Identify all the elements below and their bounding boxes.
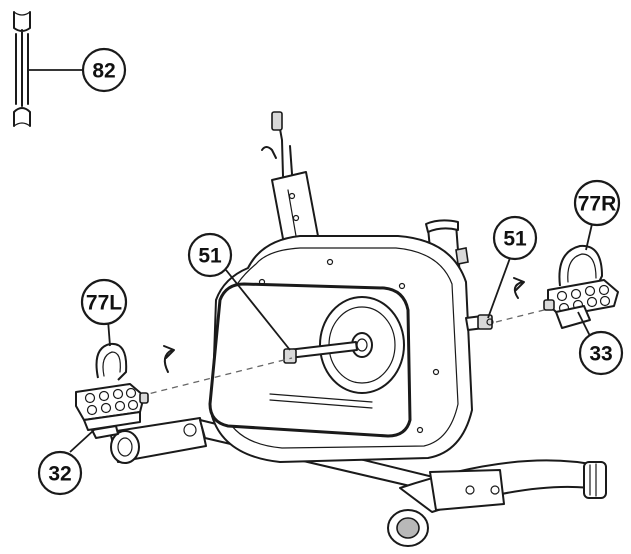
- callout-77R: 77R: [573, 179, 621, 227]
- rotate-arrow-left-icon: [163, 345, 175, 373]
- callout-33: 33: [578, 330, 624, 376]
- callout-32: 32: [37, 450, 83, 496]
- callout-33-label: 33: [589, 343, 612, 366]
- callout-77L-label: 77L: [86, 292, 122, 315]
- pedal-right: [543, 244, 619, 317]
- seat-post: [261, 111, 319, 245]
- callout-77L: 77L: [80, 278, 128, 326]
- crank-right: [555, 305, 591, 329]
- wrench-icon: [13, 11, 31, 127]
- leader-line-51-left: [225, 269, 291, 351]
- leader-line-33: [577, 311, 591, 337]
- callout-32-label: 32: [48, 463, 71, 486]
- leader-line-32: [69, 429, 95, 453]
- pedal-left: [75, 342, 149, 431]
- leader-line-77R: [585, 223, 593, 251]
- callout-51-left-label: 51: [198, 245, 222, 268]
- callout-51-left: 51: [187, 232, 233, 278]
- callout-51-right-label: 51: [503, 228, 527, 251]
- leader-line-51-right: [487, 257, 511, 319]
- crank-axle-right: [465, 314, 494, 331]
- callout-82-label: 82: [92, 60, 115, 83]
- callout-51-right: 51: [492, 215, 538, 261]
- rotate-arrow-right-icon: [513, 277, 525, 299]
- alignment-line-left: [139, 357, 293, 397]
- callout-82: 82: [81, 47, 127, 93]
- crank-left: [91, 425, 119, 439]
- callout-77R-label: 77R: [578, 193, 617, 216]
